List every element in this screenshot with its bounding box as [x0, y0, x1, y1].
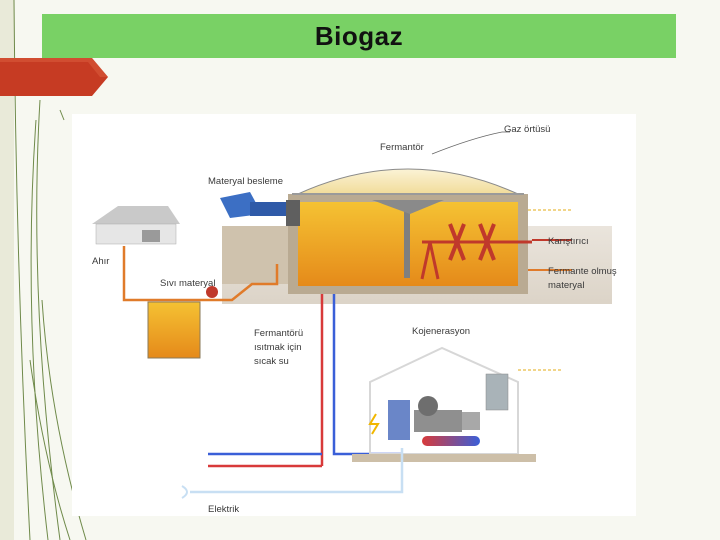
control-panel — [388, 400, 410, 440]
center-post — [404, 200, 410, 278]
label-gas-cover: Gaz örtüsü — [504, 124, 550, 135]
liquid-material-pipe — [122, 246, 279, 302]
label-fermenter: Fermantör — [380, 142, 424, 153]
liquid-tank — [147, 301, 201, 359]
electricity-line — [190, 448, 404, 494]
barn-icon — [92, 206, 180, 245]
cogeneration-house — [369, 346, 519, 455]
label-heating-3: sıcak su — [254, 356, 289, 367]
label-cogeneration: Kojenerasyon — [412, 326, 470, 337]
label-material-feed: Materyal besleme — [208, 176, 283, 187]
label-mixer: Karıştırıcı — [548, 236, 589, 247]
label-stable: Ahır — [92, 256, 109, 267]
label-fermented-material-2: materyal — [548, 280, 584, 291]
cogeneration-ground — [352, 454, 536, 462]
heating-pipe-red — [208, 294, 324, 468]
label-heating-1: Fermantörü — [254, 328, 303, 339]
fermenter-dome — [297, 168, 519, 195]
slide-title: Biogaz — [314, 20, 404, 51]
heat-exchanger — [422, 436, 480, 446]
biogas-diagram: Gaz örtüsü Fermantör Materyal besleme Ah… — [72, 114, 636, 516]
title-bar: Biogaz — [42, 14, 676, 58]
material-feed-icon — [220, 192, 300, 226]
mixer-icon — [420, 223, 532, 280]
red-arrow-tab — [0, 58, 108, 96]
label-electricity: Elektrik — [208, 504, 239, 515]
label-liquid-material: Sıvı materyal — [160, 278, 215, 289]
engine-icon — [414, 396, 480, 432]
electric-cabinet — [485, 373, 509, 411]
label-fermented-material-1: Fermante olmuş — [548, 266, 617, 277]
pump-icon — [206, 286, 218, 298]
ground-left — [222, 226, 302, 284]
label-heating-2: ısıtmak için — [254, 342, 302, 353]
